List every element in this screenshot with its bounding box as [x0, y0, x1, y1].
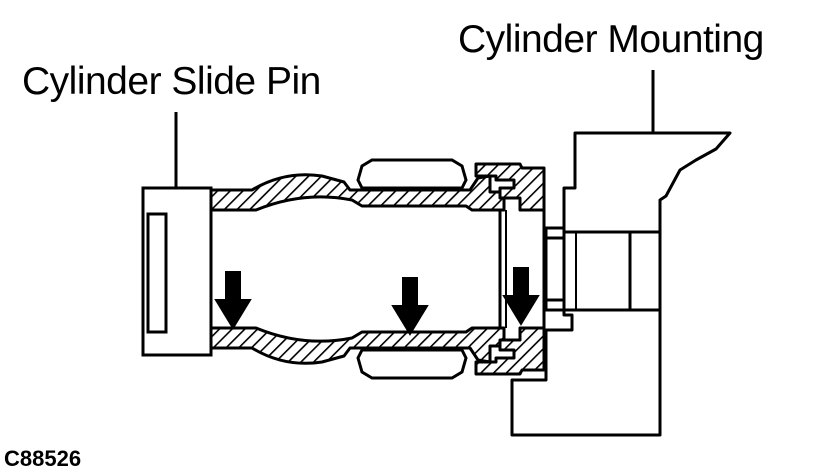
cylinder-mounting-label: Cylinder Mounting	[458, 18, 764, 61]
lower-boot	[356, 348, 468, 380]
down-arrow-middle	[391, 277, 429, 336]
mounting-bolt	[544, 226, 662, 312]
figure-code-label: C88526	[4, 446, 82, 471]
lower-seal-clip	[474, 326, 546, 376]
down-arrow-left	[214, 271, 252, 330]
upper-seal-clip	[474, 162, 546, 212]
pin-bore-outline	[209, 210, 546, 328]
down-arrow-right	[502, 267, 540, 326]
lower-sleeve-wall	[209, 326, 506, 365]
cylinder-slide-pin-label: Cylinder Slide Pin	[22, 60, 321, 103]
upper-boot	[356, 158, 468, 190]
slide-pin-head	[141, 186, 213, 357]
